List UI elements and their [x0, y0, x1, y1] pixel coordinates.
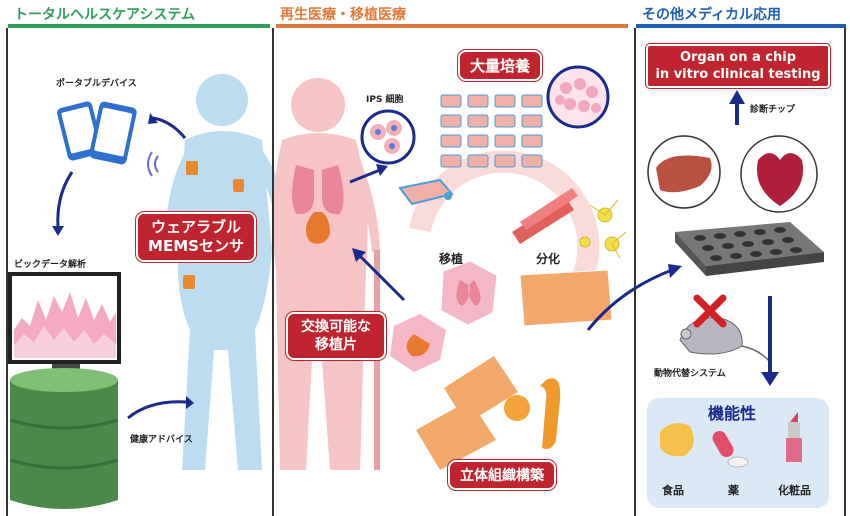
monitor-icon [8, 272, 121, 376]
database-icon [9, 368, 119, 509]
flow-arrows-panel2 [349, 168, 673, 331]
badge-organ-on-chip: Organ on a chip in vitro clinical testin… [646, 44, 830, 88]
badge-mass-culture: 大量培養 [458, 50, 542, 81]
panel-rule-medical [636, 24, 846, 28]
panel-title-total-health: トータルヘルスケアシステム [14, 7, 196, 23]
badge-exchangeable-line2: 移植片 [315, 337, 357, 353]
badge-organ-chip-line2: in vitro clinical testing [655, 67, 821, 82]
cell-culture-magnified-icon [546, 65, 610, 129]
medicine-icon [712, 430, 749, 468]
lungs-icon [292, 165, 344, 215]
arrowheads-panel3 [729, 90, 779, 386]
wireless-signal-icon [147, 151, 159, 177]
badge-exchangeable-graft: 交換可能な 移植片 [286, 312, 386, 360]
panel-divider-2 [634, 28, 636, 516]
badge-wearable-line1: ウェアラブル [150, 218, 241, 236]
ips-cell-icon [360, 109, 416, 165]
wearable-sensor-icons [183, 161, 244, 289]
tissue-sheet-icon [519, 269, 613, 327]
human-silhouette-blue [166, 74, 295, 470]
liver-icon [647, 135, 721, 209]
stomach-icon [305, 212, 330, 244]
mass-culture-flasks [440, 94, 543, 168]
panel-divider-1 [272, 28, 274, 516]
label-ips-cell: IPS 細胞 [366, 95, 404, 105]
label-cosmetics: 化粧品 [778, 484, 811, 497]
label-health-advice: 健康アドバイス [130, 435, 193, 445]
label-functional: 機能性 [708, 404, 757, 423]
badge-exchangeable-line1: 交換可能な [301, 319, 371, 335]
badge-tissue-build: 立体組織構築 [448, 460, 556, 490]
panel-rule-regen [276, 24, 628, 28]
label-portable-device: ポータブルデバイス [56, 79, 137, 89]
panel-title-medical: その他メディカル応用 [642, 7, 782, 23]
label-diagnostic-chip: 診断チップ [750, 105, 796, 115]
cosmetics-icon [786, 412, 802, 462]
panel-title-regen: 再生医療・移植医療 [280, 7, 406, 23]
label-big-data: ビックデータ解析 [14, 260, 87, 270]
badge-wearable-line2: MEMSセンサ [148, 237, 244, 255]
label-transplant: 移植 [439, 252, 464, 266]
smartphone-icon [57, 101, 137, 165]
human-silhouette-pink [273, 78, 380, 470]
neuron-icon [579, 199, 627, 259]
panel-border-left [6, 28, 8, 516]
functional-products-box [647, 398, 829, 508]
panel-rule-total-health [8, 24, 270, 28]
badge-organ-chip-line1: Organ on a chip [679, 50, 797, 65]
cross-mark-icon [693, 294, 727, 328]
flow-arrows-panel1 [56, 116, 187, 420]
panel-border-right [844, 28, 846, 516]
flow-arrows-panel3 [735, 100, 772, 374]
muscle-cell-icon [512, 188, 578, 244]
graft-stomach-icon [390, 314, 446, 372]
arrowheads-panel2 [352, 164, 682, 278]
arrowheads-panel1 [52, 113, 194, 409]
culture-flask-icon [398, 178, 454, 206]
badge-wearable-mems: ウェアラブル MEMSセンサ [136, 212, 256, 262]
chip-plate-icon [675, 222, 824, 276]
label-animal-alternative: 動物代替システム [654, 369, 726, 379]
label-food: 食品 [662, 484, 684, 497]
label-differentiation: 分化 [536, 252, 561, 266]
tissue-3d-icon [416, 356, 561, 470]
food-icon [660, 423, 694, 457]
heart-icon [740, 135, 818, 213]
label-medicine: 薬 [728, 484, 739, 497]
transplant-organ-icon [441, 261, 497, 325]
